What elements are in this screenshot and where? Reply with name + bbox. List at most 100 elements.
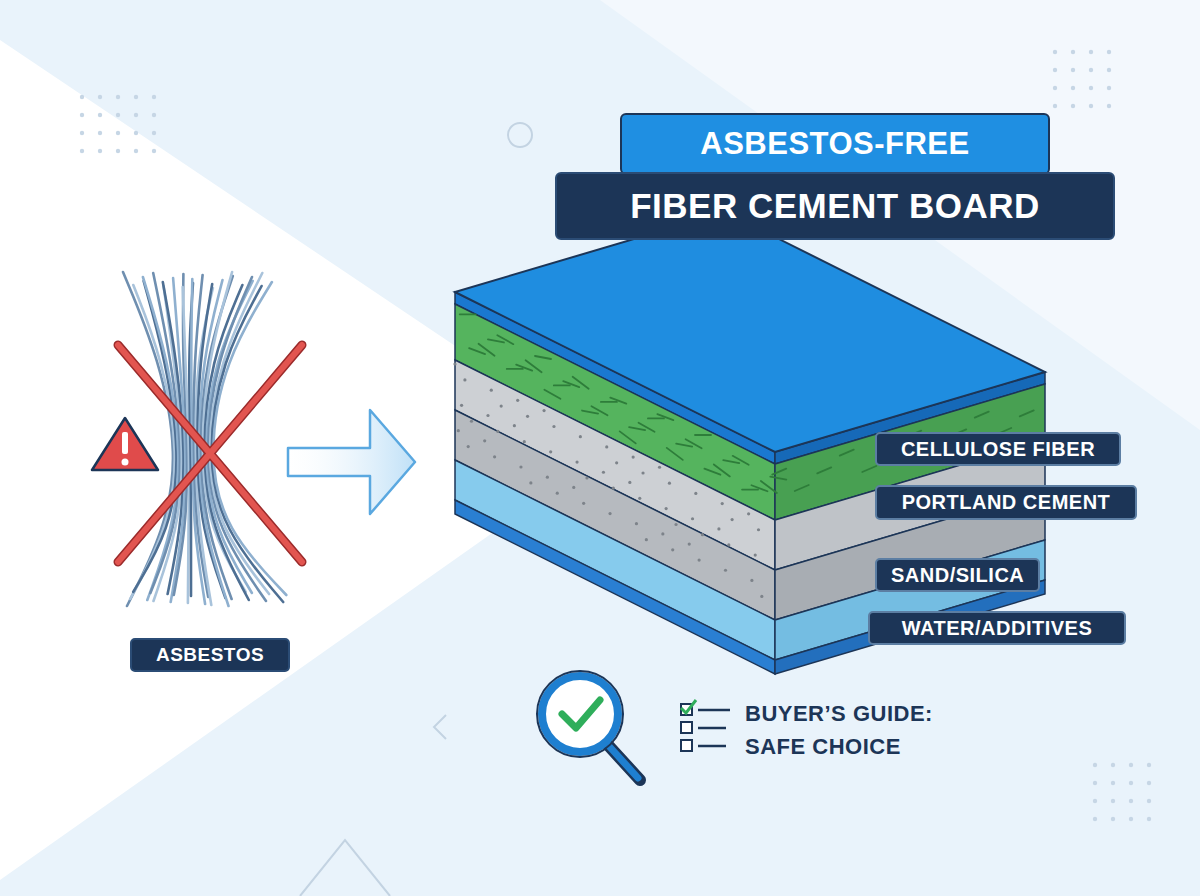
- cellulose-strand: [817, 467, 831, 473]
- sand-grain: [483, 439, 486, 442]
- decor-dot: [134, 131, 138, 135]
- decor-dot: [1147, 781, 1151, 785]
- node-text: ASBESTOS-FREE: [700, 126, 969, 162]
- decor-dot: [1147, 799, 1151, 803]
- cellulose-strand: [516, 365, 532, 371]
- sand-grain: [529, 481, 532, 484]
- cellulose-strand: [751, 485, 767, 491]
- decor-dot: [1093, 799, 1097, 803]
- cellulose-strand: [667, 448, 683, 460]
- cellulose-strand: [507, 368, 523, 370]
- magnifier-icon: [537, 671, 640, 780]
- decor-dot: [1107, 50, 1111, 54]
- decor-dot: [98, 131, 102, 135]
- sand-grain: [519, 465, 522, 468]
- sand-grain: [608, 512, 611, 515]
- sand-grain: [721, 502, 724, 505]
- cellulose-strand: [601, 401, 617, 403]
- decor-dot: [98, 95, 102, 99]
- guide-label: BUYER’S GUIDE: SAFE CHOICE: [745, 697, 985, 763]
- decor-dot: [1147, 763, 1151, 767]
- sand-grain: [467, 445, 470, 448]
- decor-dots: [80, 50, 1151, 821]
- cellulose-strand: [460, 313, 476, 315]
- cellulose-strand: [479, 344, 495, 356]
- decor-dot: [1111, 781, 1115, 785]
- warning-sign: [92, 418, 158, 470]
- sand-grain: [668, 482, 671, 485]
- decor-dot: [98, 149, 102, 153]
- sand-grain: [605, 445, 608, 448]
- board-layer: [455, 500, 775, 674]
- direction-arrow: [288, 410, 415, 514]
- sand-grain: [757, 528, 760, 531]
- decor-dot: [1053, 68, 1057, 72]
- sand-grain: [724, 569, 727, 572]
- material-label: ASBESTOS: [130, 638, 290, 672]
- cellulose-strand: [723, 460, 739, 463]
- sand-grain: [688, 543, 691, 546]
- sand-grain: [546, 476, 549, 479]
- sand-grain: [463, 378, 466, 381]
- cellulose-strand: [648, 418, 664, 420]
- decor-dot: [152, 149, 156, 153]
- sand-grain: [582, 502, 585, 505]
- cellulose-strand: [488, 339, 504, 342]
- cellulose-strand: [582, 411, 598, 414]
- title-tab: ASBESTOS-FREE: [620, 113, 1050, 175]
- decor-dot: [80, 131, 84, 135]
- cellulose-strand: [544, 390, 560, 399]
- sand-grain: [575, 460, 578, 463]
- cellulose-strand: [535, 356, 551, 359]
- cellulose-strand: [526, 360, 542, 372]
- decor-dot: [1129, 781, 1133, 785]
- cellulose-strand: [573, 377, 589, 389]
- sand-grain: [542, 409, 545, 412]
- layer-label: CELLULOSE FIBER: [875, 432, 1121, 466]
- decor-dot: [1071, 86, 1075, 90]
- sand-grain: [500, 404, 503, 407]
- node-text: FIBER CEMENT BOARD: [630, 186, 1040, 226]
- sand-grain: [585, 476, 588, 479]
- sand-grain: [760, 595, 763, 598]
- decor-dot: [1107, 104, 1111, 108]
- sand-grain: [698, 558, 701, 561]
- sand-grain: [754, 554, 757, 557]
- decor-dot: [1089, 86, 1093, 90]
- sand-grain: [694, 492, 697, 495]
- cellulose-strand: [554, 385, 570, 387]
- cellulose-strand: [772, 469, 786, 475]
- cellulose-strand: [862, 466, 876, 472]
- decor-dot: [134, 95, 138, 99]
- cellulose-strand: [639, 423, 655, 432]
- cellulose-strand: [1020, 410, 1034, 416]
- cellulose-strand: [840, 450, 854, 456]
- checklist-icon: [681, 700, 730, 751]
- layer-label: SAND/SILICA: [875, 558, 1040, 592]
- decor-dot: [1053, 50, 1057, 54]
- sand-grain: [486, 414, 489, 417]
- sand-grain: [701, 533, 704, 536]
- cellulose-strand: [975, 412, 989, 418]
- sand-grain: [750, 579, 753, 582]
- cellulose-strand: [469, 348, 485, 354]
- sand-grain: [665, 507, 668, 510]
- cellulose-strand: [657, 414, 673, 420]
- sand-grain: [638, 497, 641, 500]
- sand-grain: [457, 429, 460, 432]
- sand-grain: [747, 512, 750, 515]
- title-box: FIBER CEMENT BOARD: [555, 172, 1115, 240]
- sand-grain: [661, 532, 664, 535]
- sand-grain: [579, 435, 582, 438]
- sand-grain: [612, 487, 615, 490]
- decor-dot: [80, 149, 84, 153]
- sand-grain: [490, 389, 493, 392]
- cellulose-strand: [695, 434, 711, 436]
- sand-grain: [556, 492, 559, 495]
- sand-grain: [496, 430, 499, 433]
- sand-grain: [645, 538, 648, 541]
- asbestos-bundle: [123, 272, 286, 606]
- sand-grain: [453, 362, 456, 365]
- decor-dot: [1089, 68, 1093, 72]
- cellulose-strand: [629, 427, 645, 430]
